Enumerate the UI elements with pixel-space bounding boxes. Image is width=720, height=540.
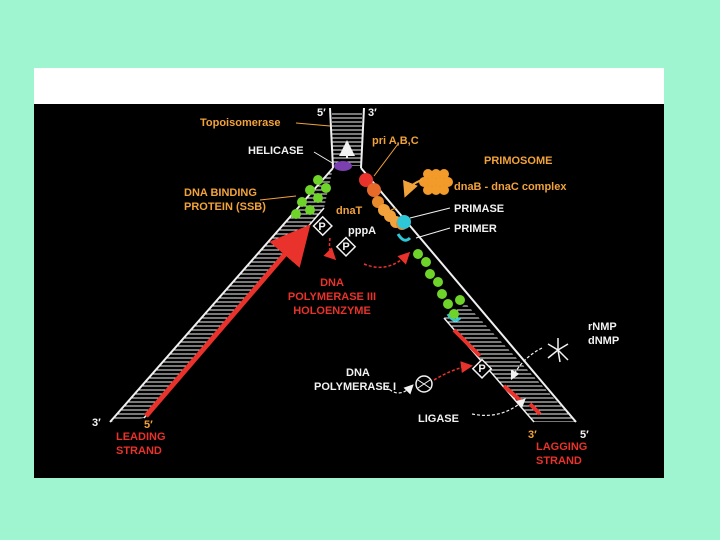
topoisomerase-label: Topoisomerase [200,117,281,129]
dna-replication-fork-diagram: P P P [92,107,619,467]
pri-abc-label: pri A,B,C [372,135,419,147]
primer-label: PRIMER [454,223,497,235]
dnab-dnac-complex-label: dnaB - dnaC complex [454,181,567,193]
okazaki-fragment-3 [528,402,542,416]
pol3-label-line1: DNA [320,277,344,289]
leading-strand-label-line1: LEADING [116,431,166,443]
parental-duplex [329,107,365,169]
strand-end-3-right: 3′ [528,429,537,441]
okazaki-fragment-1 [452,328,482,358]
helicase-label: HELICASE [248,145,304,157]
svg-text:P: P [342,241,349,253]
dnat-label: dnaT [336,205,363,217]
pol3-label-line3: HOLOENZYME [293,305,371,317]
ligase-label: LIGASE [418,413,459,425]
lagging-strand-label-line2: STRAND [536,455,582,467]
primosome-label: PRIMOSOME [484,155,552,167]
helicase-protein [334,161,352,171]
phosphate-marker-3: P [471,358,493,379]
svg-text:P: P [318,221,325,233]
primase-label: PRIMASE [454,203,504,215]
nmp-burst-icon [547,338,569,363]
ssb-label-line2: PROTEIN (SSB) [184,201,266,213]
lagging-strand-label-line1: LAGGING [536,441,587,453]
primer-rna-1 [396,233,412,242]
svg-text:P: P [478,363,485,375]
strand-end-3-left: 3′ [92,417,101,429]
primer-rna-2 [446,313,462,322]
strand-end-3-top: 3′ [368,107,377,119]
leading-strand-new-dna [144,224,311,418]
strand-end-5-right: 5′ [580,429,589,441]
white-header-band [34,68,664,104]
phosphate-marker-2: P [335,236,357,257]
leading-strand-label-line2: STRAND [116,445,162,457]
pol1-label-line2: POLYMERASE I [314,381,396,393]
ssb-label-line1: DNA BINDING [184,187,257,199]
pol1-label-line1: DNA [346,367,370,379]
primosome-cluster [359,169,453,230]
phosphate-marker-1: P [312,215,333,237]
ssb-proteins [291,175,465,319]
diagram-frame: P P P [34,68,664,478]
dnmp-label: dNMP [588,335,619,347]
pppa-label: pppA [348,225,376,237]
pol3-label-line2: POLYMERASE III [288,291,376,303]
strand-end-5-left: 5′ [144,419,153,431]
strand-end-5-top: 5′ [317,107,326,119]
rnmp-label: rNMP [588,321,617,333]
